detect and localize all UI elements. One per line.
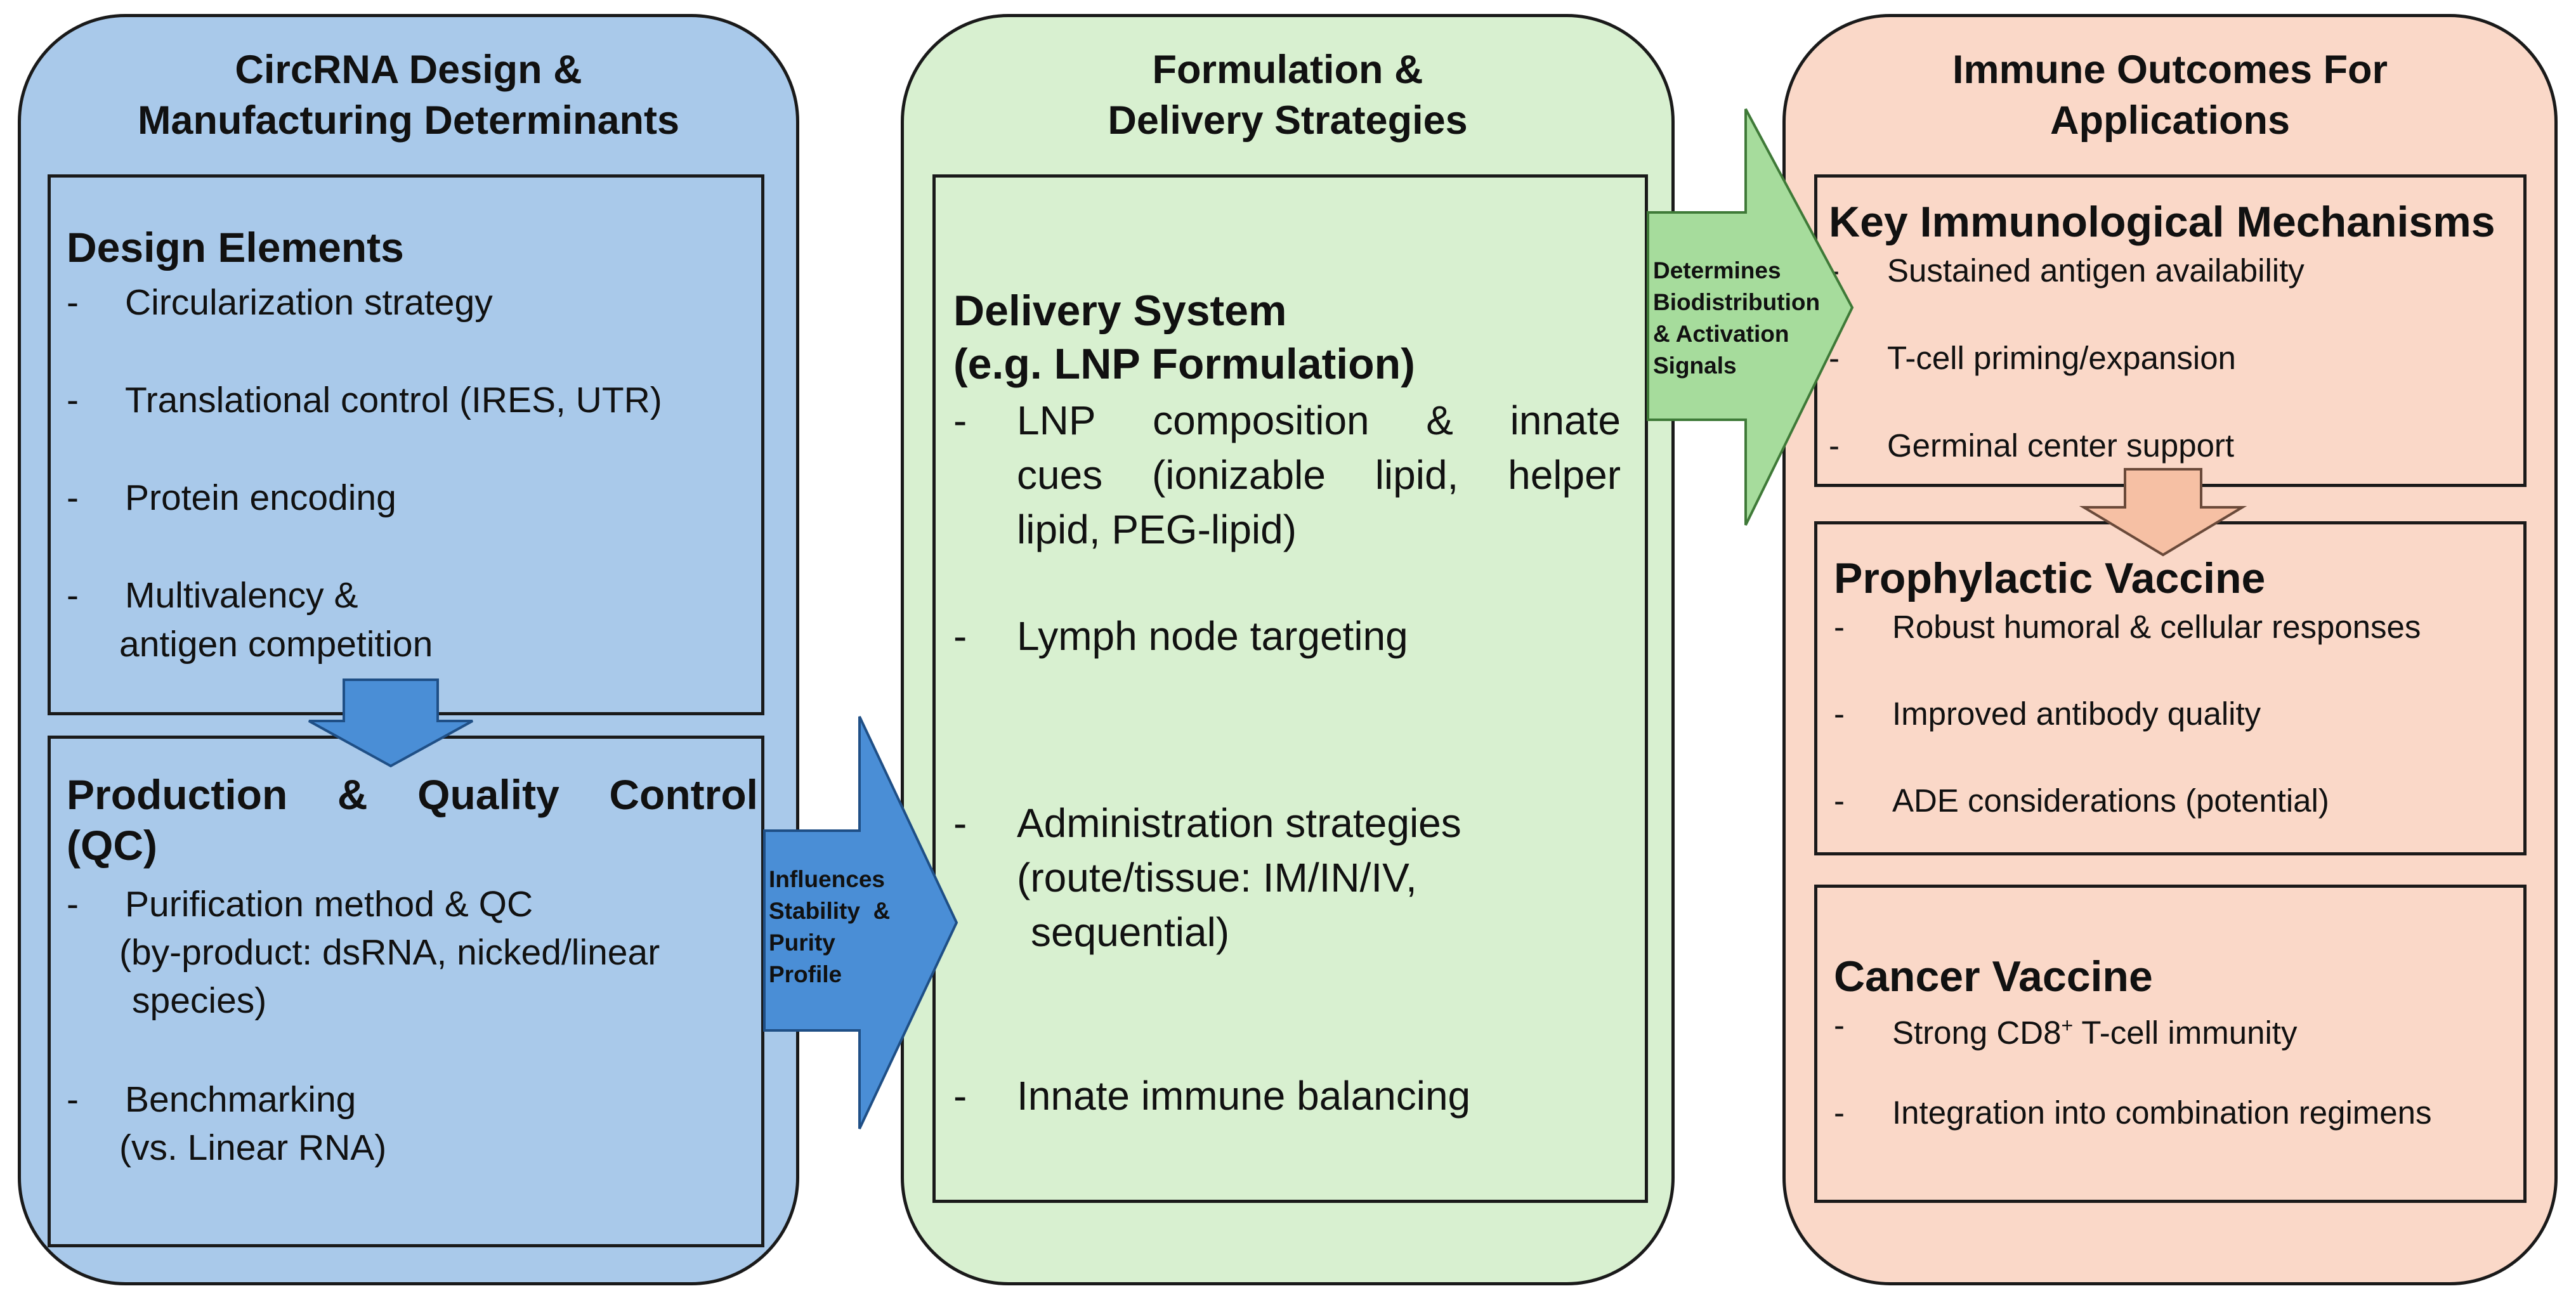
- list-item-continuation: sequential): [1031, 909, 1230, 955]
- list-item-continuation: (by-product: dsRNA, nicked/linear: [119, 932, 660, 973]
- list-item-continuation: (route/tissue: IM/IN/IV,: [1017, 855, 1417, 900]
- right-arrow-influences: [763, 716, 958, 1129]
- list-item-continuation: (vs. Linear RNA): [119, 1127, 387, 1168]
- influences-arrow-label: Influences Stability & Purity Profile: [769, 866, 891, 987]
- lnp-line1: LNP composition & innate: [1017, 398, 1621, 443]
- down-arrow-design: [308, 678, 473, 768]
- lnp-line3: lipid, PEG-lipid): [1017, 507, 1297, 552]
- outcomes-panel-title: Immune Outcomes For Applications: [1952, 48, 2388, 143]
- prophylactic-box: Prophylactic Vaccine - Robust humoral & …: [1814, 521, 2527, 855]
- production-qc-heading-line2: (QC): [67, 822, 157, 869]
- cancer-heading: Cancer Vaccine: [1834, 952, 2153, 1001]
- list-item-continuation: species): [132, 980, 267, 1021]
- delivery-system-heading: Delivery System (e.g. LNP Formulation): [953, 287, 1415, 388]
- determines-arrow-label: Determines Biodistribution & Activation …: [1653, 257, 1821, 379]
- design-elements-heading: Design Elements: [67, 224, 404, 271]
- delivery-system-box: Delivery System (e.g. LNP Formulation) -…: [932, 174, 1648, 1203]
- mechanisms-box: Key Immunological Mechanisms - Sustained…: [1814, 174, 2527, 487]
- down-arrow-mechanisms: [2079, 468, 2247, 557]
- right-arrow-determines: [1647, 108, 1854, 526]
- formulation-panel-title: Formulation & Delivery Strategies: [1108, 48, 1468, 143]
- list-item-continuation: antigen competition: [119, 624, 433, 665]
- design-elements-box: Design Elements - Circularization strate…: [48, 174, 764, 715]
- lnp-line2: cues (ionizable lipid, helper: [1017, 452, 1621, 498]
- design-panel-title: CircRNA Design & Manufacturing Determina…: [137, 48, 680, 143]
- cancer-box: Cancer Vaccine - Strong CD8+ T-cell immu…: [1814, 885, 2527, 1203]
- prophylactic-heading: Prophylactic Vaccine: [1834, 554, 2266, 602]
- production-qc-heading: Production & Quality Control: [67, 771, 758, 818]
- mechanisms-heading: Key Immunological Mechanisms: [1829, 198, 2495, 246]
- production-qc-box: Production & Quality Control (QC) - Puri…: [48, 736, 764, 1247]
